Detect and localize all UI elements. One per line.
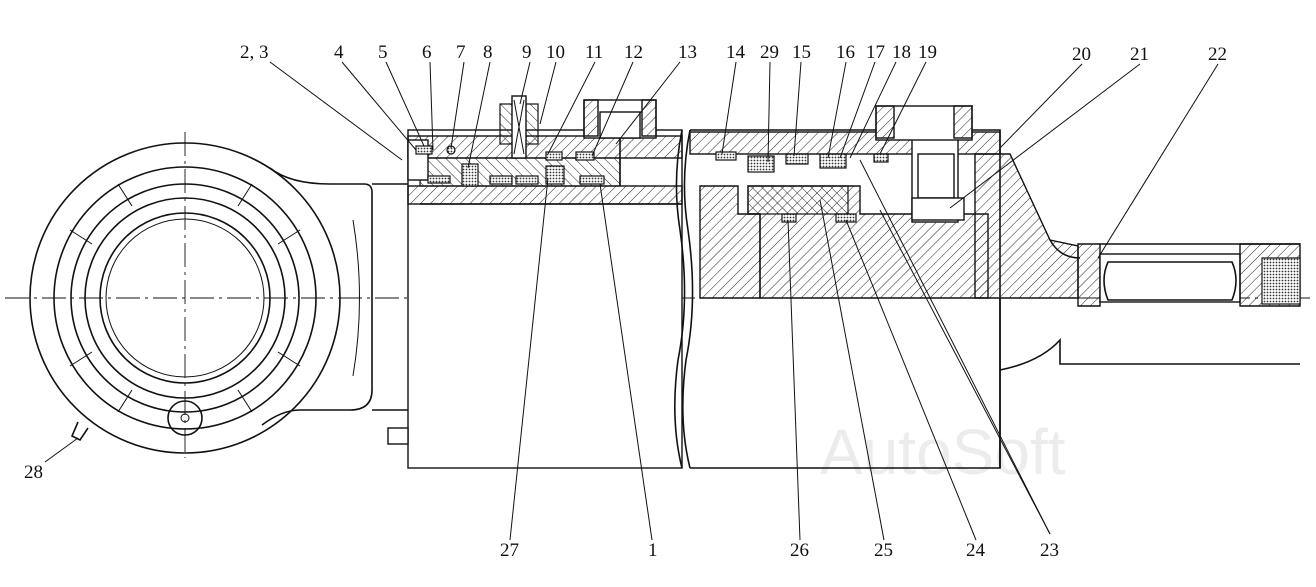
callout-26: 26 [790, 540, 809, 561]
watermark-text: AutoSoft [820, 416, 1066, 488]
callout-8: 8 [483, 42, 493, 63]
callout-19: 19 [918, 42, 937, 63]
callout-25: 25 [874, 540, 893, 561]
callout-1: 1 [648, 540, 658, 561]
piston-cap-section [689, 105, 1301, 469]
callout-16: 16 [836, 42, 855, 63]
callout-10: 10 [546, 42, 565, 63]
callout-5: 5 [378, 42, 388, 63]
callout-9: 9 [522, 42, 532, 63]
callout-13: 13 [678, 42, 697, 63]
callout-7: 7 [456, 42, 466, 63]
cylinder-gland-section [387, 95, 683, 469]
callout-23: 23 [1040, 540, 1059, 561]
callout-2-3: 2, 3 [240, 42, 269, 63]
callout-28: 28 [24, 462, 43, 483]
break-line [674, 129, 686, 469]
callout-24: 24 [966, 540, 986, 561]
callout-27: 27 [500, 540, 519, 561]
callout-11: 11 [585, 42, 603, 63]
callout-14: 14 [726, 42, 746, 63]
callout-15: 15 [792, 42, 811, 63]
callout-4: 4 [334, 42, 344, 63]
callout-6: 6 [422, 42, 432, 63]
callout-20: 20 [1072, 44, 1091, 65]
callout-17: 17 [866, 42, 885, 63]
callout-18: 18 [892, 42, 911, 63]
callout-22: 22 [1208, 44, 1227, 65]
leader-lines [44, 61, 1219, 541]
rod-eye [29, 132, 373, 458]
callout-21: 21 [1130, 44, 1149, 65]
callout-12: 12 [624, 42, 643, 63]
callout-labels: 2, 3 4 5 6 7 8 9 10 11 12 13 14 29 15 16… [24, 42, 1227, 561]
callout-29: 29 [760, 42, 779, 63]
